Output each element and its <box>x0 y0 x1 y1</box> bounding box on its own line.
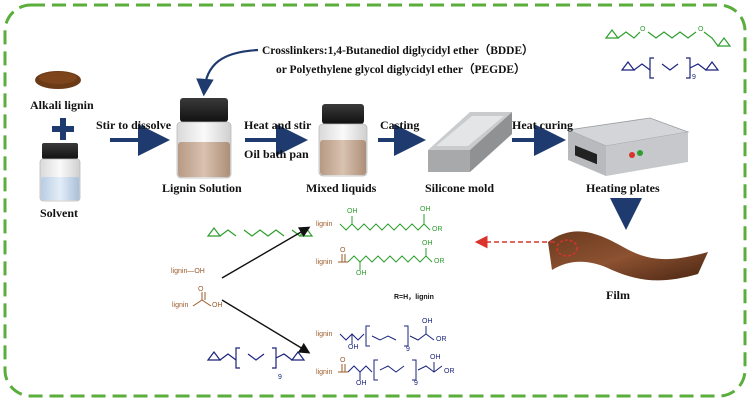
arrow-crosslinker <box>196 48 259 97</box>
crosslinkers-line2: or Polyethylene glycol diglycidyl ether（… <box>276 64 526 76</box>
mixed-liquids-label: Mixed liquids <box>306 181 377 195</box>
mixed-liquids-bottle <box>318 104 368 177</box>
lignin-oh-label: lignin—OH <box>171 268 205 275</box>
pegde-product-1 <box>339 325 435 347</box>
pegde-product-2 <box>347 359 443 381</box>
p2-lignin: lignin <box>316 259 333 266</box>
lignin-solution-bottle <box>176 98 232 179</box>
silicone-mold-label: Silicone mold <box>425 181 495 195</box>
p2-o: O <box>340 247 346 254</box>
p3-lignin: lignin <box>316 331 333 338</box>
casting-label: Casting <box>380 118 420 132</box>
lignin-acid-lignin-label: lignin <box>172 302 189 309</box>
alkali-lignin-label: Alkali lignin <box>30 98 94 112</box>
p3-oh: OH <box>348 344 359 351</box>
arrow-reaction-bdde <box>221 226 311 279</box>
r-definition: R=H，lignin <box>394 294 434 301</box>
bdde-o1: O <box>640 26 646 33</box>
heating-plate <box>566 117 690 176</box>
bdde-product-2-ester <box>338 254 348 263</box>
p4-oh2: OH <box>430 354 441 361</box>
p2-or: OR <box>434 258 445 265</box>
solvent-label: Solvent <box>40 206 79 220</box>
p4-oh: OH <box>356 380 367 387</box>
film-highlight-circle <box>556 239 578 257</box>
pegde-product-2-ester <box>338 364 348 373</box>
p4-or: OR <box>444 368 455 375</box>
bdde-product-1 <box>339 214 431 231</box>
film <box>548 231 708 281</box>
p2-oh: OH <box>356 270 367 277</box>
p4-n: 9 <box>414 380 418 387</box>
bdde-o2: O <box>698 26 704 33</box>
lignin-acid-oh-label: OH <box>212 302 223 309</box>
heat-stir-label: Heat and stir <box>244 118 312 132</box>
p1-lignin: lignin <box>316 221 333 228</box>
heat-curing-label: Heat curing <box>512 118 573 132</box>
lignin-acid-o-label: O <box>198 286 204 293</box>
plus-sign-h <box>52 126 74 132</box>
bdde-structure <box>604 29 732 47</box>
dashed-border <box>3 3 747 398</box>
solvent-bottle <box>39 143 81 202</box>
arrow-reaction-pegde <box>221 299 311 354</box>
oil-bath-label: Oil bath pan <box>244 147 309 161</box>
heating-plates-label: Heating plates <box>586 181 660 195</box>
film-label: Film <box>606 288 630 302</box>
p3-oh2: OH <box>422 318 433 325</box>
p4-lignin: lignin <box>316 369 333 376</box>
stir-label: Stir to dissolve <box>96 118 172 132</box>
p3-or: OR <box>436 336 447 343</box>
pegde-n: 9 <box>692 74 696 81</box>
crosslinkers-line1: Crosslinkers:1,4-Butanediol diglycidyl e… <box>262 45 534 57</box>
pegde-small-n: 9 <box>278 374 282 381</box>
p3-n: 9 <box>406 346 410 353</box>
pegde-structure <box>620 57 720 79</box>
p1-oh2: OH <box>420 206 431 213</box>
pegde-structure-small <box>206 347 306 369</box>
lignin-acid-structure <box>192 292 212 307</box>
p2-oh2: OH <box>422 240 433 247</box>
p4-o: O <box>340 357 346 364</box>
lignin-solution-label: Lignin Solution <box>162 181 242 195</box>
silicone-mold <box>428 112 512 172</box>
p1-oh: OH <box>347 208 358 215</box>
p1-or: OR <box>432 226 443 233</box>
bdde-product-2 <box>347 248 433 270</box>
